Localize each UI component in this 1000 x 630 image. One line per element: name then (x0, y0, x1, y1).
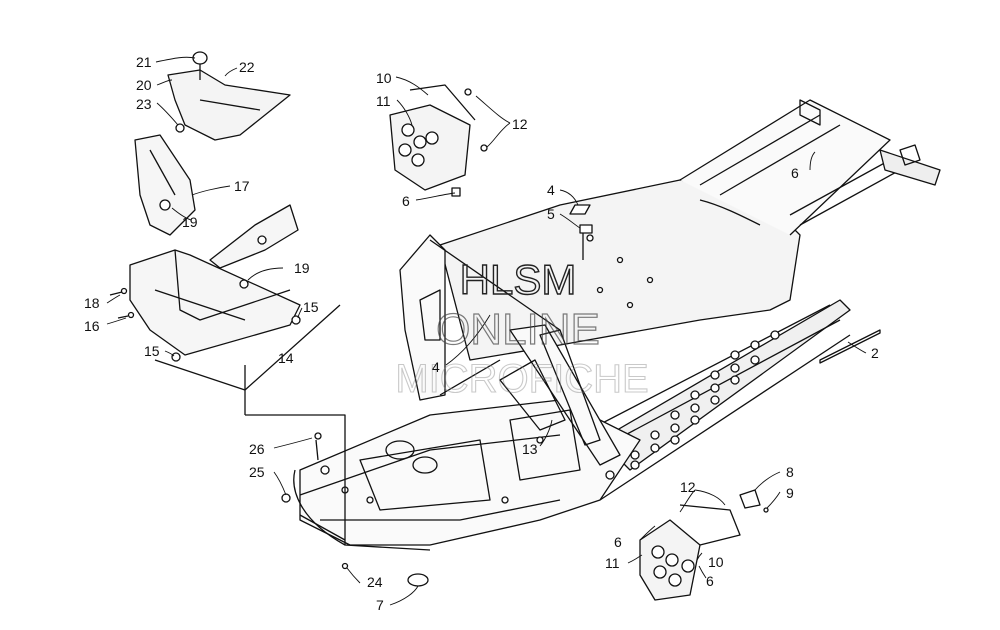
callout-10: 10 (376, 70, 392, 86)
callout-13: 13 (522, 441, 538, 457)
callout-17: 17 (234, 178, 250, 194)
callout-23: 23 (136, 96, 152, 112)
watermark-line3: MICROFICHE (395, 357, 648, 401)
callout-6: 6 (402, 193, 410, 209)
watermark-line2: ONLINE (436, 305, 600, 354)
callout-24: 24 (367, 574, 383, 590)
callout-9: 9 (786, 485, 794, 501)
callout-10: 10 (708, 554, 724, 570)
callout-12: 12 (680, 479, 696, 495)
callout-16: 16 (84, 318, 100, 334)
callout-12: 12 (512, 116, 528, 132)
callout-14: 14 (278, 350, 294, 366)
callout-15: 15 (144, 343, 160, 359)
callout-21: 21 (136, 54, 152, 70)
chassis-frame (293, 99, 941, 551)
callout-4: 4 (547, 182, 555, 198)
callout-5: 5 (547, 206, 555, 222)
drawing-lines (109, 51, 941, 601)
callout-15: 15 (303, 299, 319, 315)
callout-8: 8 (786, 464, 794, 480)
upper-left-assembly (109, 51, 346, 545)
callout-6: 6 (614, 534, 622, 550)
callout-6: 6 (791, 165, 799, 181)
callout-6: 6 (706, 573, 714, 589)
lower-right-bracket (341, 329, 881, 601)
callout-2: 2 (871, 345, 879, 361)
callout-labels: 21 20 22 23 17 19 19 18 16 15 15 14 10 1… (84, 54, 879, 613)
callout-25: 25 (249, 464, 265, 480)
callout-4: 4 (432, 359, 440, 375)
callout-18: 18 (84, 295, 100, 311)
callout-26: 26 (249, 441, 265, 457)
callout-11: 11 (376, 93, 391, 109)
callout-11: 11 (605, 555, 620, 571)
upper-middle-bracket (389, 84, 593, 260)
callout-20: 20 (136, 77, 152, 93)
callout-19: 19 (294, 260, 310, 276)
callout-19: 19 (182, 214, 198, 230)
watermark: HLSM ONLINE MICROFICHE (395, 255, 649, 401)
callout-7: 7 (376, 597, 384, 613)
callout-22: 22 (239, 59, 255, 75)
watermark-line1: HLSM (460, 256, 577, 303)
leader-lines (106, 56, 867, 606)
